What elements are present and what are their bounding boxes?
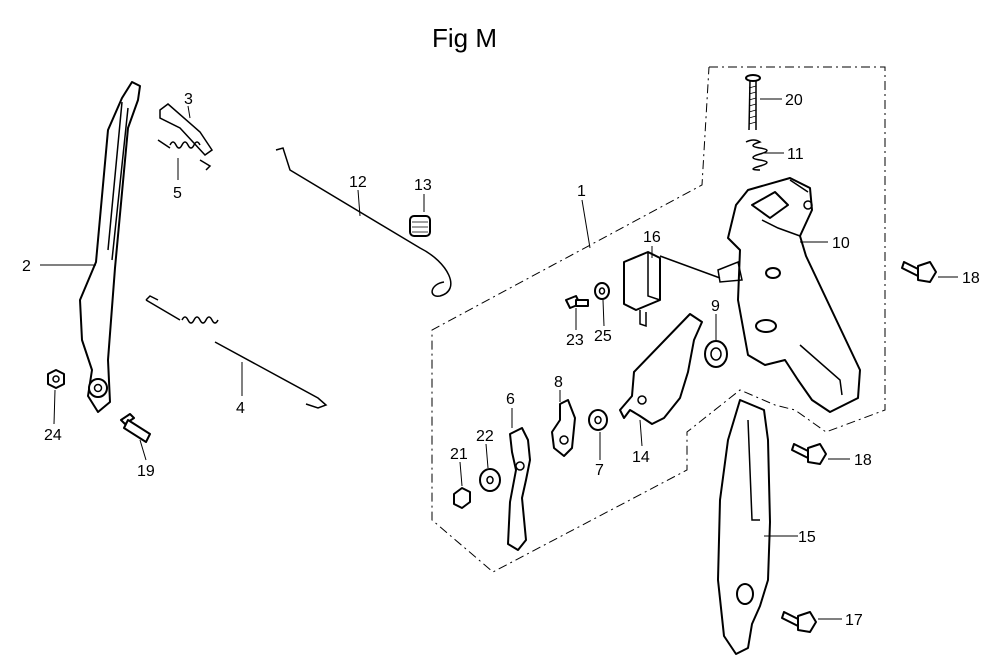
callout-11: 11 <box>787 146 804 163</box>
callout-25: 25 <box>594 328 612 345</box>
callout-15: 15 <box>798 529 816 546</box>
part-18-bolt-lower <box>791 443 827 465</box>
part-11-spring <box>745 139 768 171</box>
part-13-spacer <box>409 215 431 237</box>
part-25-washer <box>594 282 610 300</box>
callout-4: 4 <box>236 400 245 417</box>
callout-23: 23 <box>566 332 584 349</box>
callout-6: 6 <box>506 391 515 408</box>
callout-16: 16 <box>643 229 661 246</box>
callout-21: 21 <box>450 446 468 463</box>
part-12-wire-link <box>275 147 452 297</box>
callout-7: 7 <box>595 462 604 479</box>
part-7-washer <box>588 409 608 431</box>
part-22-washer <box>479 468 501 492</box>
callout-9: 9 <box>711 298 720 315</box>
part-10-bracket <box>717 177 861 413</box>
callout-13: 13 <box>414 177 432 194</box>
callout-22: 22 <box>476 428 494 445</box>
part-3-spring-clip <box>159 103 214 156</box>
callout-20: 20 <box>785 92 803 109</box>
part-19-bolt <box>120 413 151 443</box>
part-18-bolt-upper <box>901 261 937 283</box>
callout-2: 2 <box>22 258 31 275</box>
part-24-nut <box>47 369 65 389</box>
callout-24: 24 <box>44 427 62 444</box>
part-4-rod-with-spring <box>145 295 328 409</box>
callout-18-upper: 18 <box>962 270 980 287</box>
callout-10: 10 <box>832 235 850 252</box>
part-20-long-screw <box>745 74 761 131</box>
callout-14: 14 <box>632 449 650 466</box>
part-16-switch <box>623 251 721 328</box>
callout-5: 5 <box>173 185 182 202</box>
part-2-control-arm <box>79 81 141 413</box>
callout-8: 8 <box>554 374 563 391</box>
part-17-bolt <box>781 611 817 633</box>
callout-17: 17 <box>845 612 863 629</box>
part-15-throttle-lever <box>717 399 771 655</box>
callout-19: 19 <box>137 463 155 480</box>
part-5-small-spring <box>157 139 212 171</box>
callout-18-lower: 18 <box>854 452 872 469</box>
callout-3: 3 <box>184 91 193 108</box>
part-14-lever-plate <box>619 313 703 425</box>
callout-1: 1 <box>577 183 586 200</box>
callout-12: 12 <box>349 174 367 191</box>
part-8-lever <box>551 399 576 457</box>
assembly-boundary <box>431 66 886 573</box>
leader-lines <box>40 98 958 620</box>
figure-title: Fig M <box>432 23 497 53</box>
part-21-nut <box>453 487 471 509</box>
part-6-lever-arm <box>507 427 531 551</box>
part-9-grommet <box>704 340 728 368</box>
part-23-screw <box>565 295 589 309</box>
